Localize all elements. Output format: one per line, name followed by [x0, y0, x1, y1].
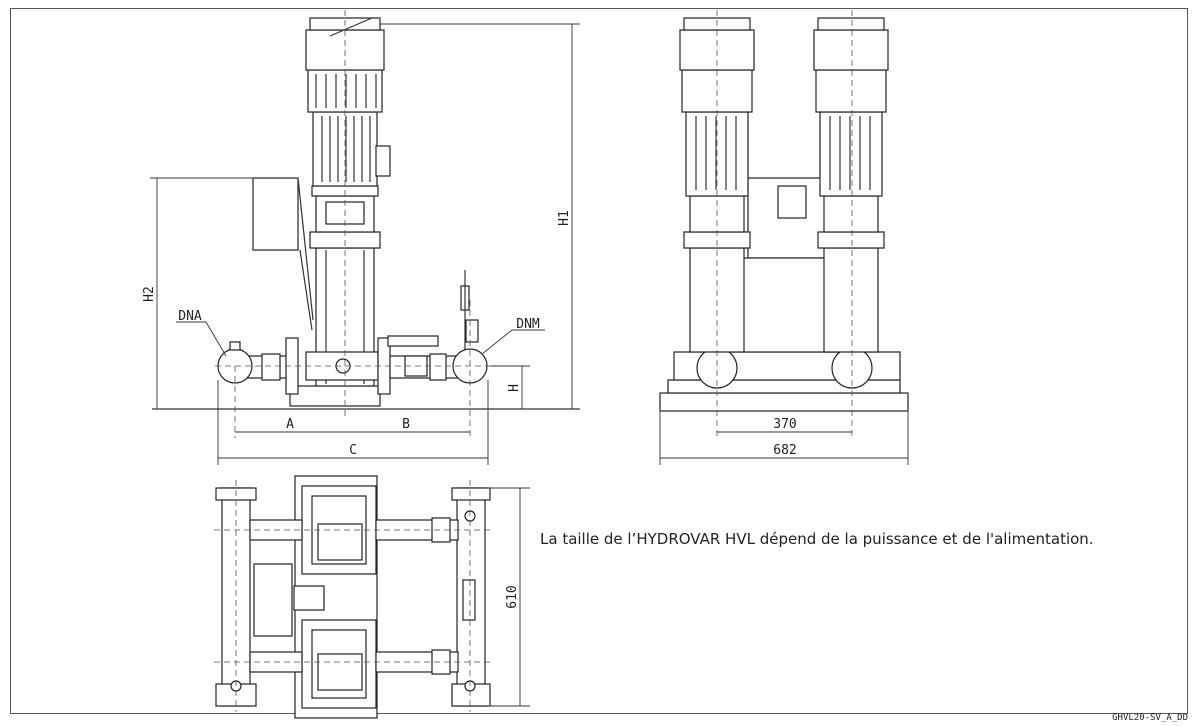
dim-label-h: H: [507, 384, 522, 392]
dim-label-370: 370: [773, 417, 796, 432]
dim-label-h2: H2: [142, 286, 157, 302]
dim-label-682: 682: [773, 443, 796, 458]
dim-label-a: A: [286, 417, 294, 432]
drawing-frame: [10, 8, 1188, 714]
dim-label-b: B: [402, 417, 410, 432]
dim-label-h1: H1: [557, 210, 572, 226]
label-dna: DNA: [178, 309, 202, 324]
top-view: [214, 475, 530, 719]
label-dnm: DNM: [516, 317, 540, 332]
drawing-code: GHVL20-SV_A_DD: [1112, 713, 1188, 723]
dim-label-c: C: [349, 443, 357, 458]
side-view: [150, 10, 580, 465]
size-note: La taille de l’HYDROVAR HVL dépend de la…: [540, 530, 1094, 548]
front-view: [659, 10, 909, 465]
dim-label-610: 610: [505, 585, 520, 608]
